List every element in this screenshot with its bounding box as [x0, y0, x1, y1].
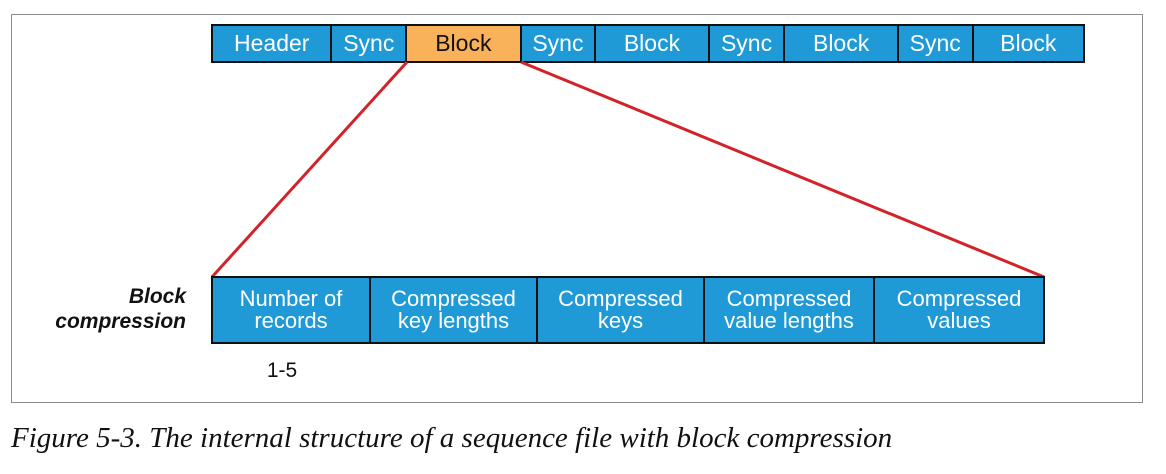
segment-sync: Sync: [899, 26, 974, 61]
segment-compressed-key-lengths: Compressed key lengths: [371, 278, 538, 342]
segment-number-of-records: Number of records: [213, 278, 371, 342]
records-range-label: 1-5: [266, 359, 298, 382]
segment-block: Block: [785, 26, 899, 61]
figure-caption: Figure 5-3. The internal structure of a …: [11, 422, 893, 454]
segment-block: Block: [1000, 29, 1057, 56]
block-compression-label-line2: compression: [55, 310, 186, 334]
block-compression-label: Block compression: [40, 284, 186, 334]
sequence-file-bar: Header Sync Block Sync Block Sync Block …: [211, 24, 1085, 63]
diagram-frame: [11, 14, 1143, 403]
segment-block-highlighted: Block: [407, 26, 522, 61]
segment-compressed-values: Compressed values: [896, 285, 1022, 333]
block-compression-label-line1: Block: [128, 285, 186, 308]
segment-block: Block: [596, 26, 710, 61]
segment-header: Header: [213, 26, 333, 61]
segment-sync: Sync: [522, 26, 597, 61]
block-compression-bar: Number of records Compressed key lengths…: [211, 276, 1045, 344]
segment-sync: Sync: [710, 26, 786, 61]
segment-compressed-value-lengths: Compressed value lengths: [705, 278, 875, 342]
segment-sync: Sync: [332, 26, 408, 61]
segment-compressed-keys: Compressed keys: [538, 278, 705, 342]
